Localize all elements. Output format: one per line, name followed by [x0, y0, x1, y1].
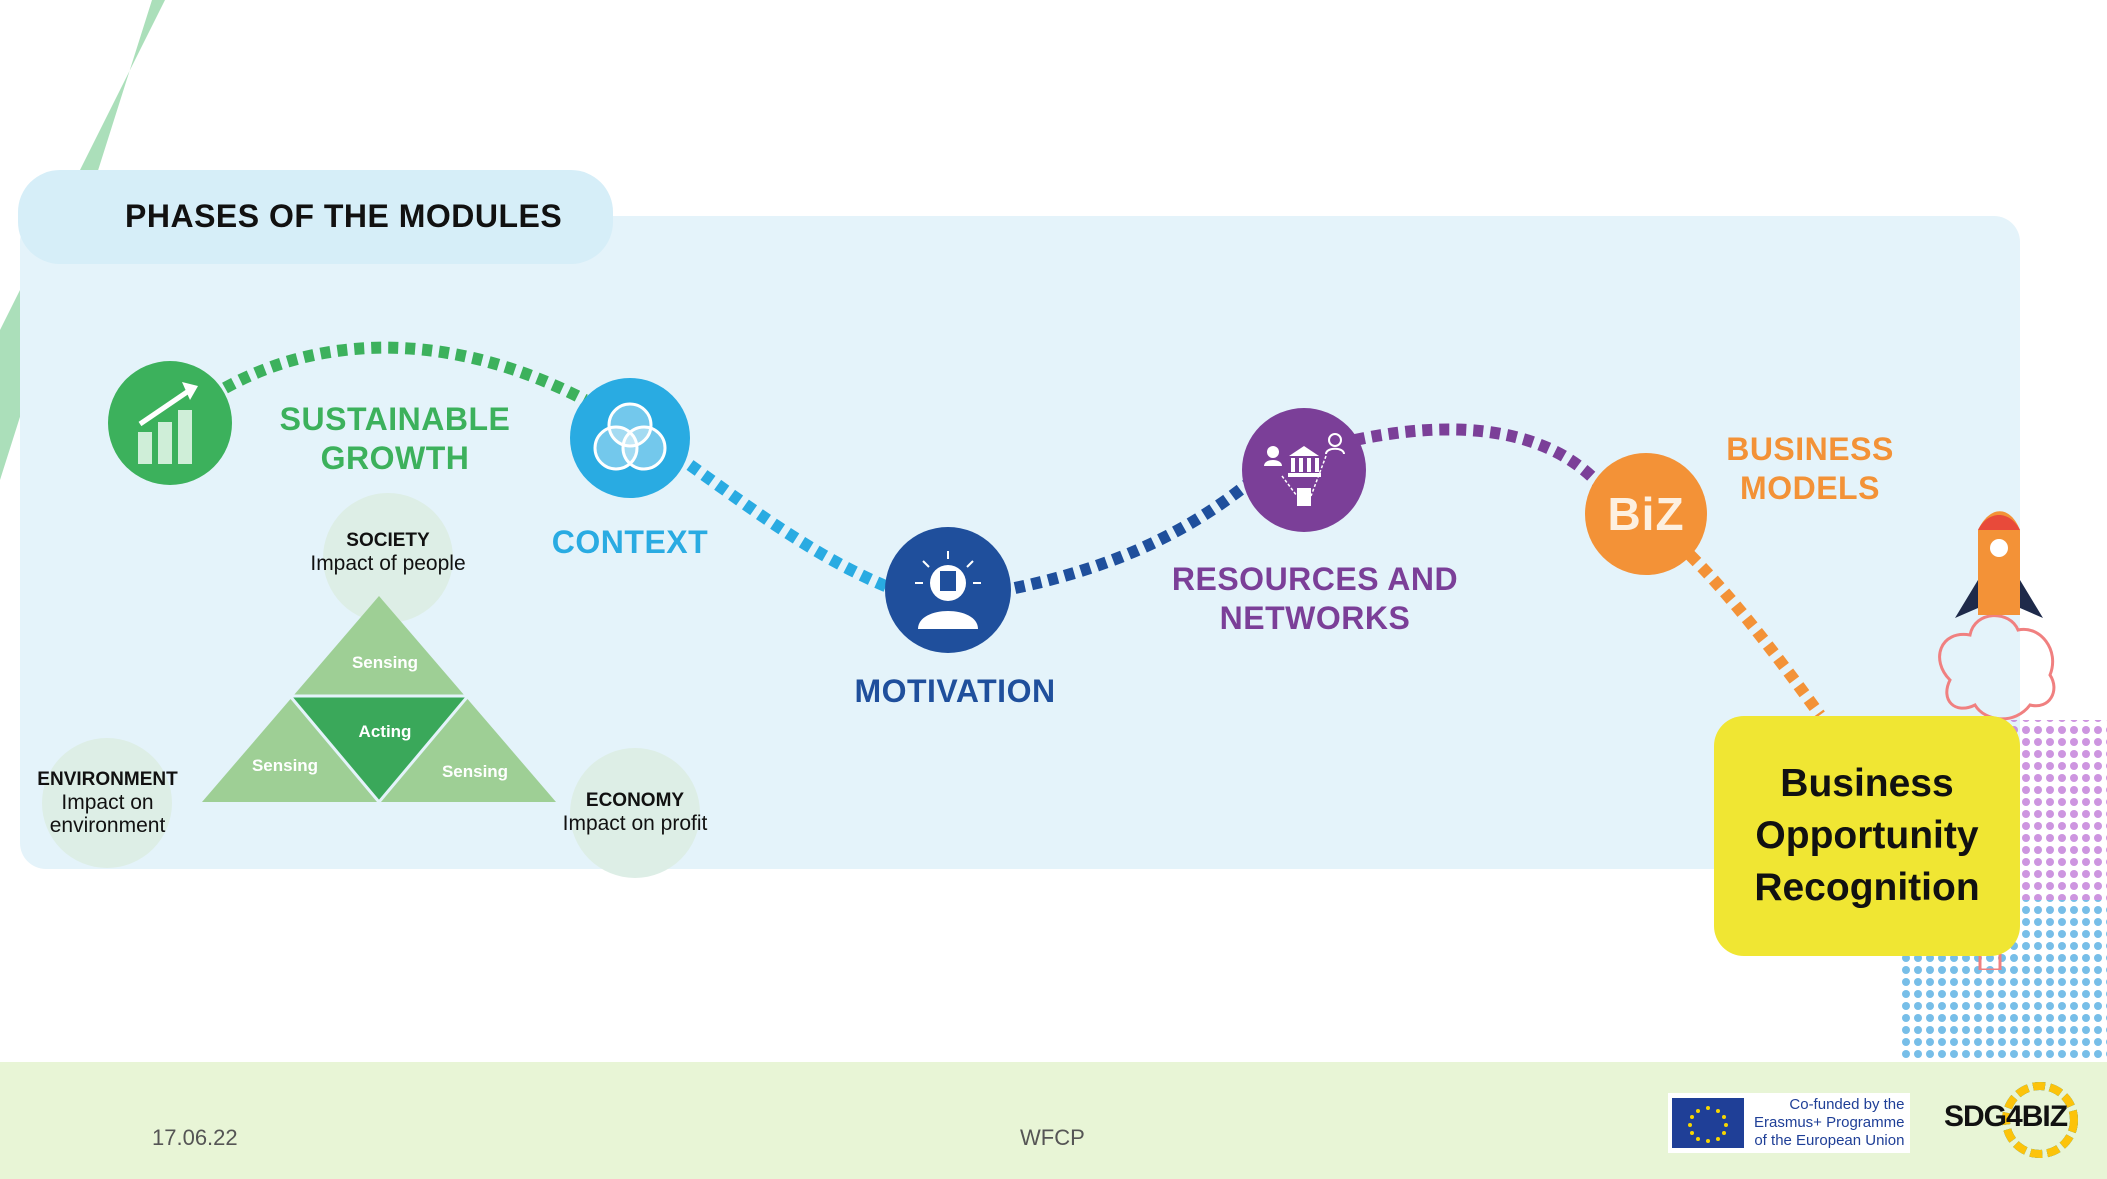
eu-flag-icon — [1672, 1098, 1744, 1148]
phase-circle-motivation — [885, 527, 1011, 653]
goal-label-line: Business — [1780, 762, 1954, 805]
phase-label-sustainable-growth: SUSTAINABLE GROWTH — [250, 400, 540, 478]
phase-circle-context — [570, 378, 690, 498]
pillar-society: SOCIETY Impact of people — [268, 528, 508, 575]
eu-text: Co-funded by the Erasmus+ Programme of t… — [1754, 1096, 1904, 1150]
sensing-acting-triangle — [202, 596, 556, 803]
growth-chart-icon — [138, 382, 198, 464]
phase-circle-resources-networks — [1242, 408, 1366, 532]
pillar-heading: SOCIETY — [346, 530, 430, 551]
goal-label-line: Recognition — [1754, 866, 1980, 909]
eu-text-line: Erasmus+ Programme — [1754, 1114, 1905, 1131]
goal-label-line: Opportunity — [1755, 814, 1979, 857]
pillar-description: Impact of people — [310, 552, 466, 575]
pillar-heading: ECONOMY — [585, 790, 685, 811]
label-line: MODELS — [1740, 470, 1880, 506]
triangle-left-label: Sensing — [251, 756, 319, 775]
label-line: MOTIVATION — [854, 673, 1056, 709]
person-idea-icon — [915, 551, 981, 629]
eu-text-line: Co-funded by the — [1789, 1096, 1905, 1113]
page-title: PHASES OF THE MODULES — [125, 198, 563, 234]
pillar-circle-society — [323, 493, 453, 623]
pillar-description: Impact on — [61, 791, 154, 814]
phase-circle-sustainable-growth — [108, 361, 232, 485]
eu-cofunding-logo: Co-funded by the Erasmus+ Programme of t… — [1668, 1093, 1910, 1153]
network-institution-icon — [1264, 433, 1345, 506]
phase-label-motivation: MOTIVATION — [840, 672, 1070, 711]
footer-date: 17.06.22 — [152, 1125, 238, 1150]
triangle-center-label: Acting — [358, 722, 412, 741]
sdg-wheel-icon — [2002, 1082, 2078, 1158]
label-line: BUSINESS — [1726, 431, 1894, 467]
phase-path — [222, 341, 1825, 719]
sdg4biz-logo: SDG4BIZ — [1944, 1078, 2084, 1162]
triangle-top-label: Sensing — [351, 653, 419, 672]
pillar-heading: ENVIRONMENT — [37, 769, 178, 790]
pillar-description: Impact on profit — [562, 812, 708, 835]
title-tab — [18, 170, 613, 264]
pillar-description: environment — [49, 814, 166, 837]
label-line: GROWTH — [320, 440, 470, 476]
label-line: CONTEXT — [551, 524, 709, 560]
label-line: RESOURCES AND — [1171, 561, 1459, 597]
pillar-economy: ECONOMY Impact on profit — [520, 788, 750, 835]
pillar-circle-environment — [42, 738, 172, 868]
goal-label: Business Opportunity Recognition — [1754, 758, 1979, 914]
footer-center-text: WFCP — [1020, 1125, 1085, 1150]
phase-label-business-models: BUSINESS MODELS — [1700, 430, 1920, 508]
pillar-environment: ENVIRONMENT Impact on environment — [20, 767, 195, 837]
brand-name: SDG4BIZ — [1944, 1100, 2068, 1133]
eu-text-line: of the European Union — [1754, 1132, 1905, 1149]
goal-box: Business Opportunity Recognition — [1714, 716, 2020, 956]
phase-label-resources-networks: RESOURCES AND NETWORKS — [1150, 560, 1480, 638]
rocket-icon — [1938, 511, 2056, 970]
pillar-circle-economy — [570, 748, 700, 878]
phase-circle-business-models: BiZ — [1585, 453, 1707, 575]
phase-label-context: CONTEXT — [530, 523, 730, 562]
triangle-right-label: Sensing — [441, 762, 509, 781]
label-line: NETWORKS — [1219, 600, 1411, 636]
biz-icon: BiZ — [1607, 488, 1685, 540]
venn-circles-icon — [593, 402, 667, 471]
label-line: SUSTAINABLE — [279, 401, 511, 437]
